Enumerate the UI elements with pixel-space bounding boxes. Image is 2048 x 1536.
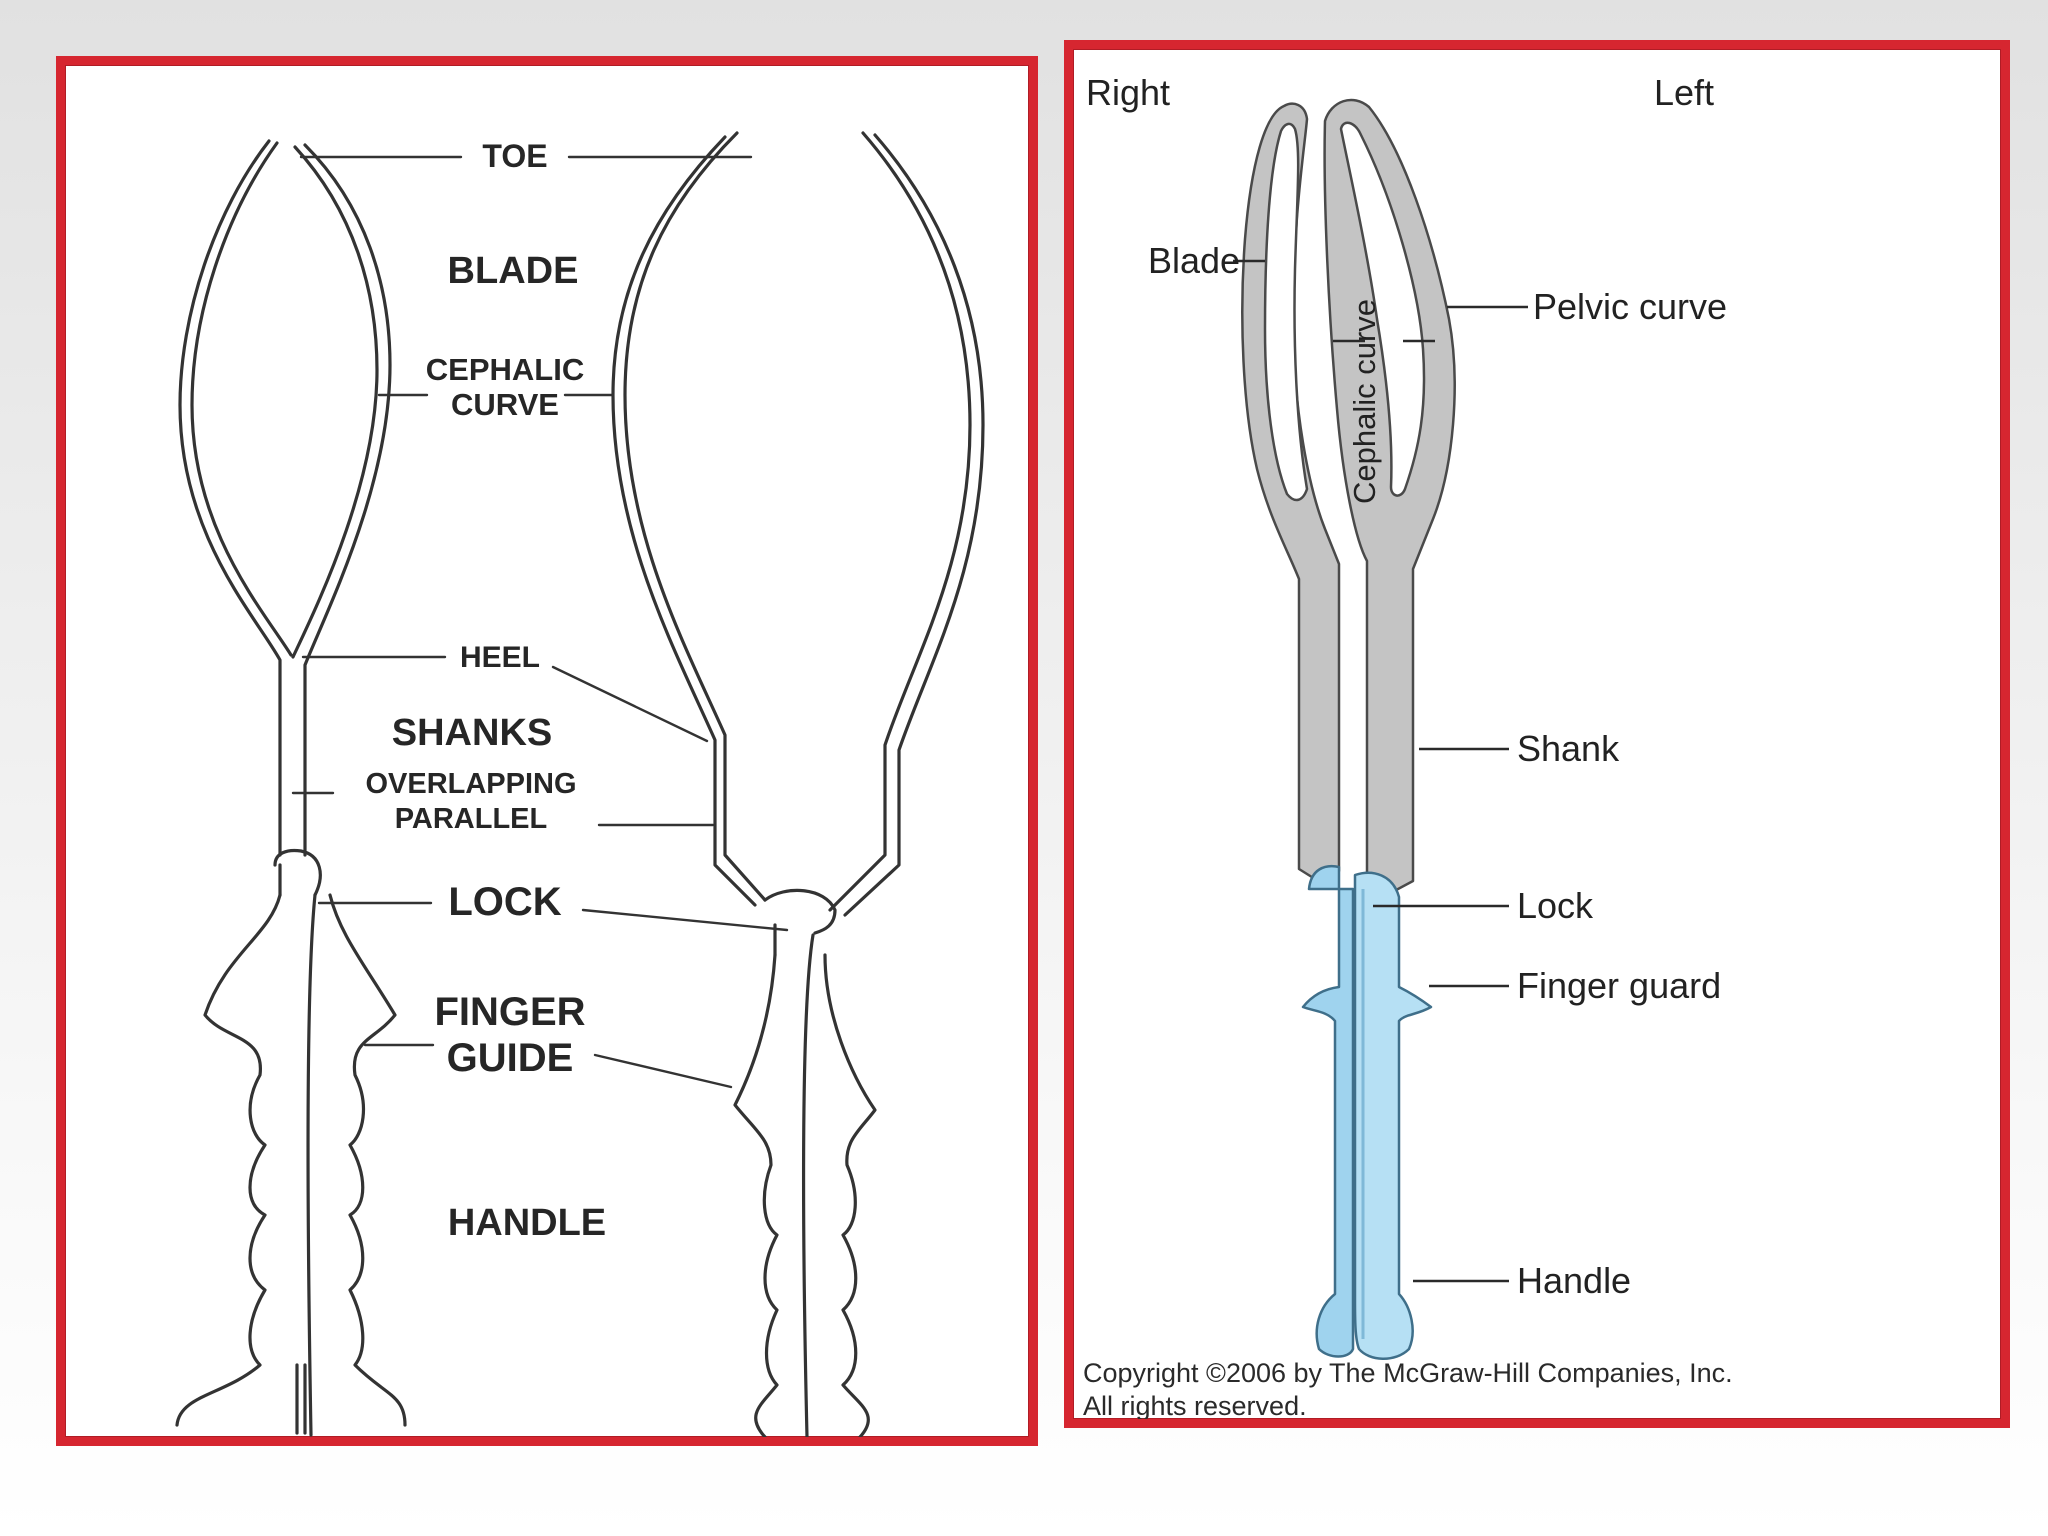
label-cephalic-curve-line2: CURVE — [451, 387, 559, 422]
label-lock: LOCK — [448, 880, 561, 924]
label-overlapping: OVERLAPPING — [365, 768, 576, 800]
label-blade: Blade — [1148, 240, 1240, 281]
label-left: Left — [1654, 72, 1714, 113]
left-blade — [1323, 98, 1456, 899]
leader-lines — [1233, 259, 1528, 1283]
label-handle: HANDLE — [448, 1202, 606, 1244]
label-handle: Handle — [1517, 1260, 1631, 1301]
label-heel: HEEL — [460, 641, 540, 674]
label-finger-guide-line1: FINGER — [434, 990, 585, 1034]
forceps-anatomy-panel: TOE BLADE CEPHALIC CURVE HEEL SHANKS OVE… — [56, 56, 1038, 1446]
right-forceps-outline — [611, 131, 985, 1437]
label-finger-guard: Finger guard — [1517, 965, 1721, 1006]
label-blade: BLADE — [448, 250, 579, 292]
label-finger-guide-line2: GUIDE — [447, 1036, 574, 1080]
forceps-handle — [1301, 865, 1433, 1360]
label-right: Right — [1086, 72, 1170, 113]
forceps-line-drawing: TOE BLADE CEPHALIC CURVE HEEL SHANKS OVE… — [175, 131, 985, 1437]
forceps-shaded-illustration: Right Left Blade Pelvic curve Cephalic c… — [1083, 72, 1733, 1419]
leader-lines — [291, 155, 789, 1089]
label-cephalic-curve: Cephalic curve — [1347, 299, 1382, 504]
label-shank: Shank — [1517, 728, 1620, 769]
copyright-line2: All rights reserved. — [1083, 1391, 1307, 1419]
label-parallel: PARALLEL — [395, 803, 548, 835]
label-pelvic-curve: Pelvic curve — [1533, 286, 1727, 327]
label-cephalic-curve-line1: CEPHALIC — [426, 352, 584, 387]
forceps-steel — [1241, 98, 1456, 899]
label-toe: TOE — [482, 138, 547, 174]
copyright-line1: Copyright ©2006 by The McGraw-Hill Compa… — [1083, 1358, 1733, 1388]
left-forceps-outline — [175, 139, 407, 1437]
label-shanks: SHANKS — [392, 712, 552, 754]
forceps-illustration-panel: Right Left Blade Pelvic curve Cephalic c… — [1064, 40, 2010, 1428]
label-lock: Lock — [1517, 885, 1594, 926]
